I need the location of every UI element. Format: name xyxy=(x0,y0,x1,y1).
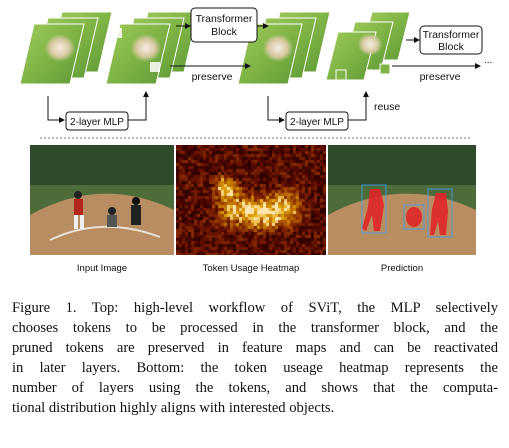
caption-line-1: Figure 1. Top: high-level workflow of SV… xyxy=(12,300,498,316)
caption-line-2: chooses tokens to be processed in the tr… xyxy=(12,320,498,336)
batter-figure xyxy=(74,191,84,229)
umpire-figure xyxy=(131,197,141,225)
block1-line2: Block xyxy=(211,26,237,38)
caption-line-3: pruned tokens are preserved in feature m… xyxy=(12,340,498,356)
prediction-image xyxy=(328,145,476,255)
heatmap-canvas xyxy=(176,145,326,255)
transformer-block-1 xyxy=(190,7,258,43)
caption-line-4: in later layers. Bottom: the token useag… xyxy=(12,360,498,376)
token-heatmap xyxy=(176,145,326,255)
token-stack-1 xyxy=(19,11,113,85)
mlp-label-1: 2-layer MLP xyxy=(70,117,124,128)
input-image-label: Input Image xyxy=(76,263,128,274)
caption-line-6: tional distribution highly aligns with i… xyxy=(12,400,335,416)
mlp-box-2 xyxy=(285,111,349,131)
mlp-box-1 xyxy=(65,111,129,131)
input-image xyxy=(30,145,174,255)
caption-line-5: number of layers using the tokens, and s… xyxy=(12,380,498,396)
token-stack-4 xyxy=(325,11,411,81)
mask-batter xyxy=(361,184,387,234)
preserve-label-2: preserve xyxy=(420,71,461,83)
heatmap-label: Token Usage Heatmap xyxy=(202,263,300,274)
prediction-label: Prediction xyxy=(380,263,424,274)
figure-caption: Figure 1. Top: high-level workflow of SV… xyxy=(12,298,498,418)
token-stack-2 xyxy=(105,11,199,85)
mlp1-out-path xyxy=(128,91,149,121)
workflow-diagram: Transformer Block Transformer Block pres… xyxy=(19,7,492,139)
mlp2-out-path xyxy=(348,91,369,121)
block1-line1: Transformer xyxy=(196,13,253,25)
mlp1-in-path xyxy=(47,96,65,123)
mlp-label-2: 2-layer MLP xyxy=(290,117,344,128)
mlp2-in-path xyxy=(267,96,285,123)
block2-line1: Transformer xyxy=(423,29,480,41)
ellipsis: ... xyxy=(484,55,492,66)
transformer-block-2 xyxy=(419,25,483,55)
mask-catcher xyxy=(403,204,425,230)
catcher-figure xyxy=(107,207,117,227)
preserve-label-1: preserve xyxy=(192,71,233,83)
block2-line2: Block xyxy=(438,41,464,53)
reuse-label: reuse xyxy=(374,101,400,113)
mask-umpire xyxy=(427,188,453,238)
